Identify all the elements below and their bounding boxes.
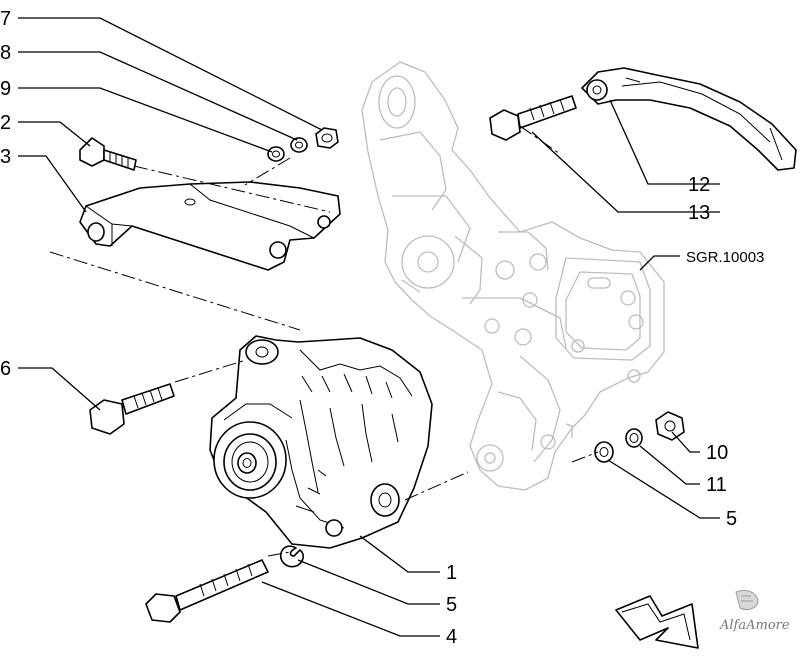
callout-12: 12: [688, 174, 710, 196]
alfaamore-logo: AlfaAmore: [719, 589, 790, 633]
callout-9: 9: [0, 78, 11, 100]
assembly-lines: [49, 125, 599, 557]
lock-washer-5-lower: [279, 545, 304, 568]
callout-3: 3: [0, 146, 11, 168]
callout-8: 8: [0, 42, 11, 64]
nut-7: [315, 127, 339, 149]
nut-10: [655, 411, 685, 441]
callout-2: 2: [0, 112, 11, 134]
bracket-assembly: [79, 181, 341, 271]
callout-11: 11: [706, 474, 727, 496]
callout-10: 10: [706, 442, 728, 464]
callout-4: 4: [446, 626, 457, 648]
logo-text: AlfaAmore: [719, 618, 790, 633]
washer-5-right: [594, 441, 614, 463]
callout-1: 1: [446, 562, 457, 584]
callout-7: 7: [0, 8, 11, 30]
lock-washer-11: [625, 428, 643, 448]
leader-lines: [18, 17, 720, 637]
alternator-1: [209, 335, 433, 549]
drawing-code: SGR.10003: [686, 249, 764, 266]
callout-5-lower: 5: [446, 594, 457, 616]
callout-labels: 7 8 9 2 3 6 12 13 10 11 5 1 5 4: [0, 8, 737, 648]
bolt-6: [89, 383, 175, 435]
callout-13: 13: [688, 202, 710, 224]
bolt-4: [145, 559, 269, 623]
bolt-13: [489, 95, 577, 141]
bolt-2: [79, 137, 137, 171]
washer-9: [267, 146, 285, 162]
engine-block-outline: [361, 61, 665, 491]
lock-washer-8: [290, 137, 308, 153]
callout-5-right: 5: [726, 508, 737, 530]
adjusting-arm-12: [581, 67, 797, 171]
callout-6: 6: [0, 358, 11, 380]
direction-arrow-icon: [615, 595, 699, 649]
